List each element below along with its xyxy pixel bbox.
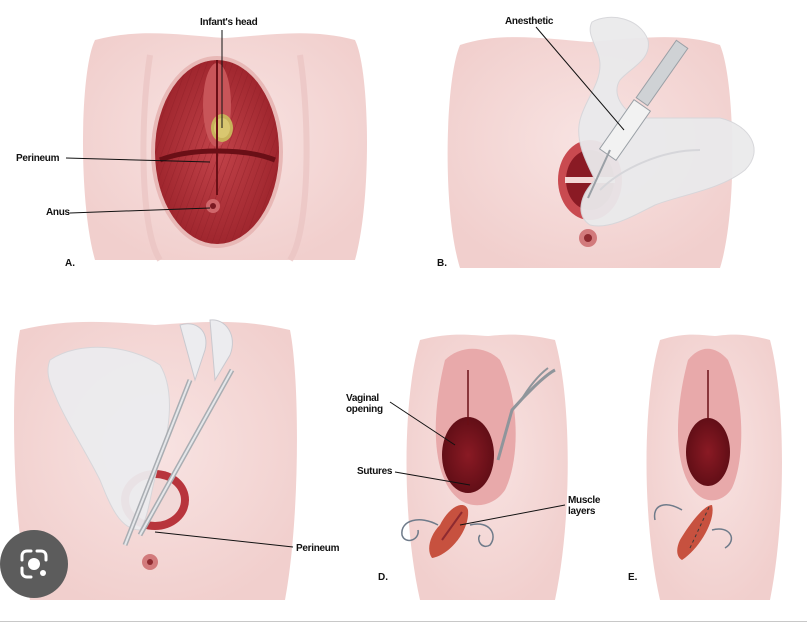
panel-e-illustration (646, 334, 782, 600)
label-sutures: Sutures (357, 466, 393, 477)
label-anus: Anus (46, 207, 70, 218)
leader-perineum-c (154, 531, 294, 548)
label-infants-head: Infant's head (200, 17, 258, 28)
leader-vaginal-opening (389, 401, 456, 446)
leader-perineum-a (65, 157, 211, 163)
label-muscle-layers: Muscle layers (568, 495, 601, 517)
panel-c-illustration (14, 319, 297, 600)
google-lens-button[interactable] (0, 530, 68, 598)
panel-b-illustration (447, 16, 755, 268)
leader-anesthetic (535, 26, 625, 131)
label-anesthetic: Anesthetic (505, 16, 554, 27)
leader-sutures (394, 471, 471, 486)
google-lens-icon (20, 549, 48, 579)
panel-letter-e: E. (628, 572, 638, 583)
label-vaginal-opening: Vaginal opening (346, 393, 383, 415)
label-perineum-a: Perineum (16, 153, 60, 164)
label-perineum-c: Perineum (296, 543, 340, 554)
panel-letter-b: B. (437, 258, 447, 269)
panel-a-illustration (82, 33, 368, 262)
leader-anus (69, 207, 211, 214)
bottom-divider (0, 621, 807, 622)
panel-d-illustration (401, 334, 568, 600)
leader-muscle-layers (459, 504, 566, 526)
panel-letter-a: A. (65, 258, 75, 269)
panel-letter-d: D. (378, 572, 388, 583)
